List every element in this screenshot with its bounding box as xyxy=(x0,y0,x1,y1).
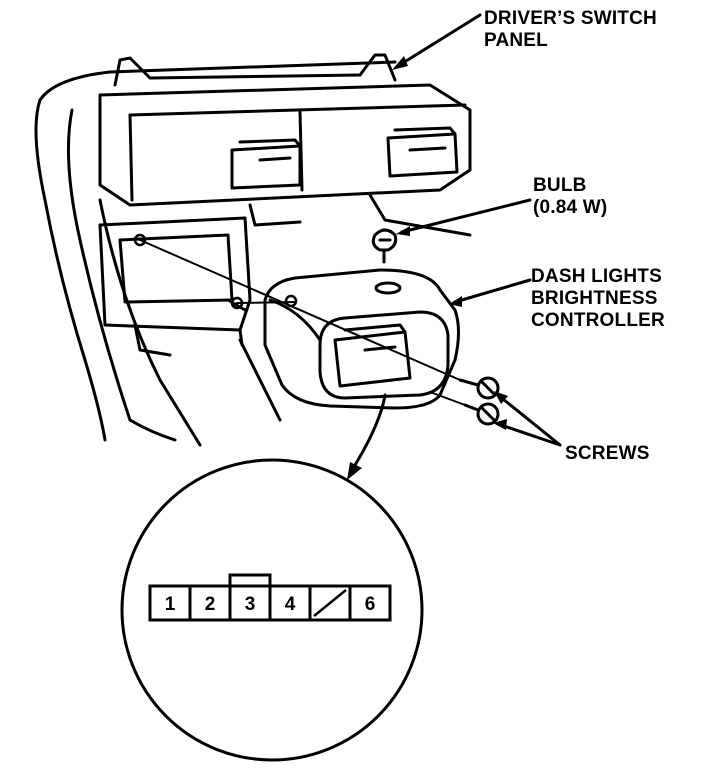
bracket-screw-hole-1 xyxy=(133,233,147,247)
pin-6-label: 6 xyxy=(365,594,376,615)
arrow-detail xyxy=(347,462,362,480)
label-bulb-line1: BULB xyxy=(533,175,587,196)
arrow-bulb xyxy=(396,226,410,236)
pin-5-unused-slash xyxy=(313,589,347,617)
label-bulb-line2: (0.84 W) xyxy=(533,197,608,218)
label-drivers-switch-panel-line2: PANEL xyxy=(484,30,548,51)
pin-3-label: 3 xyxy=(245,594,256,615)
screw-line-3 xyxy=(429,391,466,406)
mounting-bracket xyxy=(98,216,252,357)
drivers-switch-panel-shape xyxy=(98,53,472,237)
pin-1-label: 1 xyxy=(165,594,176,615)
screw-2 xyxy=(463,402,500,426)
leader-screws-1 xyxy=(496,393,562,447)
leader-screws-2 xyxy=(496,422,562,447)
connector-lock-tab xyxy=(228,573,272,586)
screw-line-1 xyxy=(139,239,461,381)
arrow-controller xyxy=(449,296,462,307)
leader-bulb xyxy=(400,198,532,234)
label-bulb: BULB (0.84 W) xyxy=(533,175,607,219)
leader-switch-panel xyxy=(396,13,482,68)
detail-circle xyxy=(120,458,424,762)
pin-4-label: 4 xyxy=(285,594,296,615)
label-controller-line3: CONTROLLER xyxy=(531,310,665,331)
detail-lead xyxy=(350,393,387,472)
label-drivers-switch-panel-line1: DRIVER’S SWITCH xyxy=(484,8,657,29)
arrow-screws-1 xyxy=(494,391,508,404)
screw-1 xyxy=(458,376,500,400)
pin-2-label: 2 xyxy=(205,594,216,615)
dashboard-trim xyxy=(34,60,397,447)
label-controller-line2: BRIGHTNESS xyxy=(531,288,658,309)
leader-controller xyxy=(453,278,532,304)
arrow-switch-panel xyxy=(392,56,408,70)
label-controller-line1: DASH LIGHTS xyxy=(531,266,662,287)
label-screws: SCREWS xyxy=(565,443,650,464)
label-dash-lights-controller: DASH LIGHTS BRIGHTNESS CONTROLLER xyxy=(531,266,665,332)
brightness-controller-shape xyxy=(263,268,460,410)
connector-detail xyxy=(120,458,424,762)
arrow-screws-2 xyxy=(493,419,507,430)
screw-line-2 xyxy=(236,301,296,304)
bulb-shape xyxy=(371,228,402,295)
label-drivers-switch-panel: DRIVER’S SWITCH PANEL xyxy=(484,8,657,52)
